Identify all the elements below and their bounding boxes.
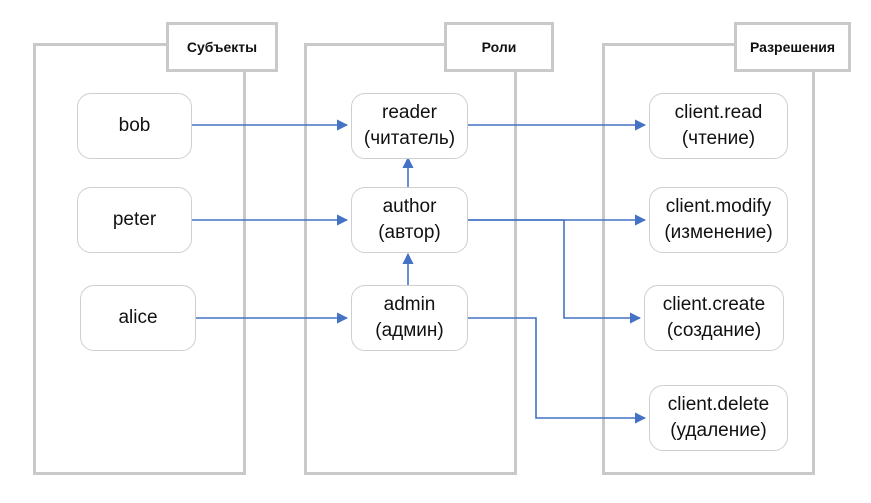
subject-node-peter: peter — [77, 187, 192, 253]
role-node-admin: admin (админ) — [351, 285, 468, 351]
permission-translation: (изменение) — [664, 222, 773, 243]
permission-translation: (создание) — [666, 320, 762, 341]
permissions-panel-title: Разрешения — [734, 22, 851, 72]
permission-node-client-delete: client.delete (удаление) — [649, 385, 788, 451]
permission-node-client-create: client.create (создание) — [644, 285, 784, 351]
role-translation: (админ) — [375, 320, 444, 341]
role-node-reader: reader (читатель) — [351, 93, 468, 159]
subject-label: peter — [112, 209, 157, 231]
permission-translation: (удаление) — [670, 420, 767, 441]
subjects-panel-title: Субъекты — [166, 22, 278, 72]
subjects-panel — [33, 43, 246, 475]
role-name: reader — [382, 102, 437, 124]
permission-name: client.delete — [667, 394, 770, 416]
role-name: author — [382, 196, 437, 218]
roles-panel-title: Роли — [444, 22, 554, 72]
roles-panel — [304, 43, 517, 475]
edge-admin-client-delete — [468, 317, 647, 424]
permission-name: client.create — [662, 294, 766, 316]
permission-node-client-modify: client.modify (изменение) — [649, 187, 788, 253]
subject-label: alice — [118, 307, 158, 329]
permissions-panel — [602, 43, 815, 475]
permission-translation: (чтение) — [681, 128, 756, 149]
role-translation: (читатель) — [363, 128, 456, 149]
role-node-author: author (автор) — [351, 187, 468, 253]
subject-node-alice: alice — [80, 285, 196, 351]
subject-node-bob: bob — [77, 93, 192, 159]
edge-author-client-create — [468, 219, 642, 324]
subject-label: bob — [118, 115, 151, 137]
role-translation: (автор) — [378, 222, 441, 243]
permission-name: client.read — [674, 102, 763, 124]
role-name: admin — [383, 294, 436, 316]
permission-node-client-read: client.read (чтение) — [649, 93, 788, 159]
permission-name: client.modify — [665, 196, 772, 218]
